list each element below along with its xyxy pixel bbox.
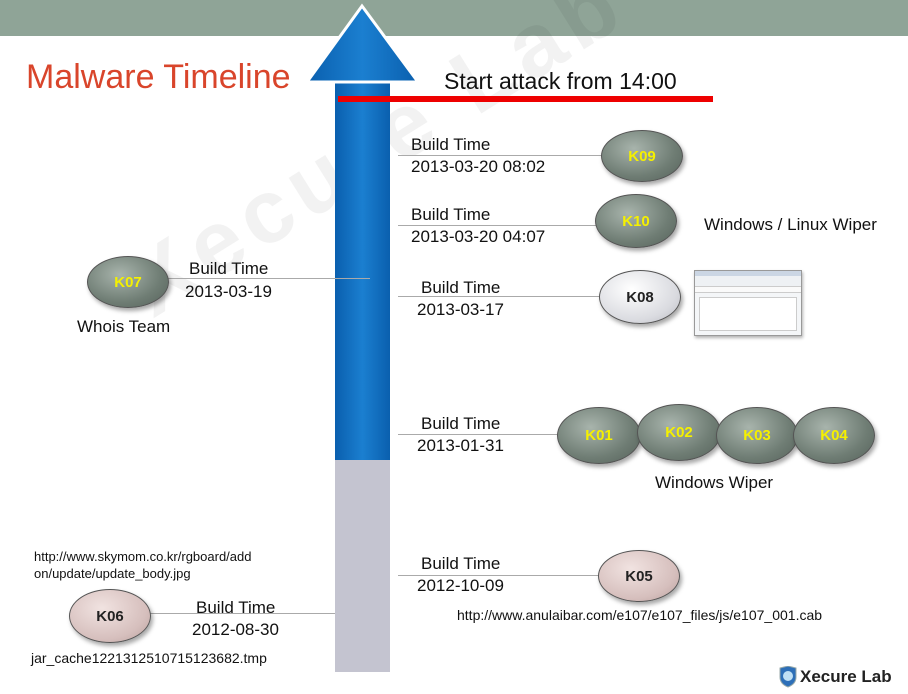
node-note: Whois Team	[77, 317, 171, 336]
connector	[398, 296, 600, 297]
build-date: 2013-03-19	[185, 282, 272, 301]
malware-node[interactable]: K06	[69, 589, 151, 643]
connector	[398, 225, 598, 226]
malware-node[interactable]: K01	[557, 407, 641, 464]
logo-text: Xecure Lab	[800, 667, 892, 686]
page-title: Malware Timeline	[26, 58, 291, 96]
build-date: 2013-03-17	[417, 300, 504, 319]
arrow-head	[304, 3, 421, 84]
build-date: 2013-03-20 08:02	[411, 157, 546, 176]
build-time-label: Build Time	[411, 205, 491, 224]
arrow-past-segment	[335, 460, 390, 672]
start-attack-label: Start attack from 14:00	[444, 68, 677, 94]
build-date: 2012-10-09	[417, 576, 504, 595]
build-time-label: Build Time	[411, 135, 491, 154]
build-time-label: Build Time	[421, 278, 501, 297]
build-date: 2012-08-30	[192, 620, 279, 639]
top-bar	[0, 0, 908, 36]
download-url: http://www.anulaibar.com/e107/e107_files…	[457, 607, 823, 623]
malware-node[interactable]: K07	[87, 256, 169, 308]
connector	[398, 575, 600, 576]
attack-start-line	[338, 96, 713, 102]
build-time-label: Build Time	[196, 598, 276, 617]
node-note: Windows Wiper	[655, 473, 774, 492]
malware-node[interactable]: K09	[601, 130, 683, 182]
malware-node[interactable]: K08	[599, 270, 681, 324]
connector	[148, 613, 335, 614]
malware-node[interactable]: K05	[598, 550, 680, 602]
archive-window-screenshot	[694, 270, 802, 336]
build-time-label: Build Time	[421, 554, 501, 573]
connector	[398, 155, 603, 156]
build-time-label: Build Time	[421, 414, 501, 433]
build-date: 2013-01-31	[417, 436, 504, 455]
node-note: Windows / Linux Wiper	[704, 215, 877, 234]
file-name: jar_cache1221312510715123682.tmp	[31, 650, 267, 666]
arrow-shaft	[335, 80, 390, 460]
connector	[160, 278, 370, 279]
build-time-label: Build Time	[189, 259, 269, 278]
malware-node[interactable]: K03	[716, 407, 798, 464]
download-url: http://www.skymom.co.kr/rgboard/add on/u…	[34, 549, 252, 581]
shield-icon	[779, 666, 797, 688]
malware-node[interactable]: K02	[637, 404, 721, 461]
build-date: 2013-03-20 04:07	[411, 227, 546, 246]
xecure-lab-logo: Xecure Lab	[779, 666, 892, 688]
malware-node[interactable]: K10	[595, 194, 677, 248]
malware-node[interactable]: K04	[793, 407, 875, 464]
connector	[398, 434, 560, 435]
